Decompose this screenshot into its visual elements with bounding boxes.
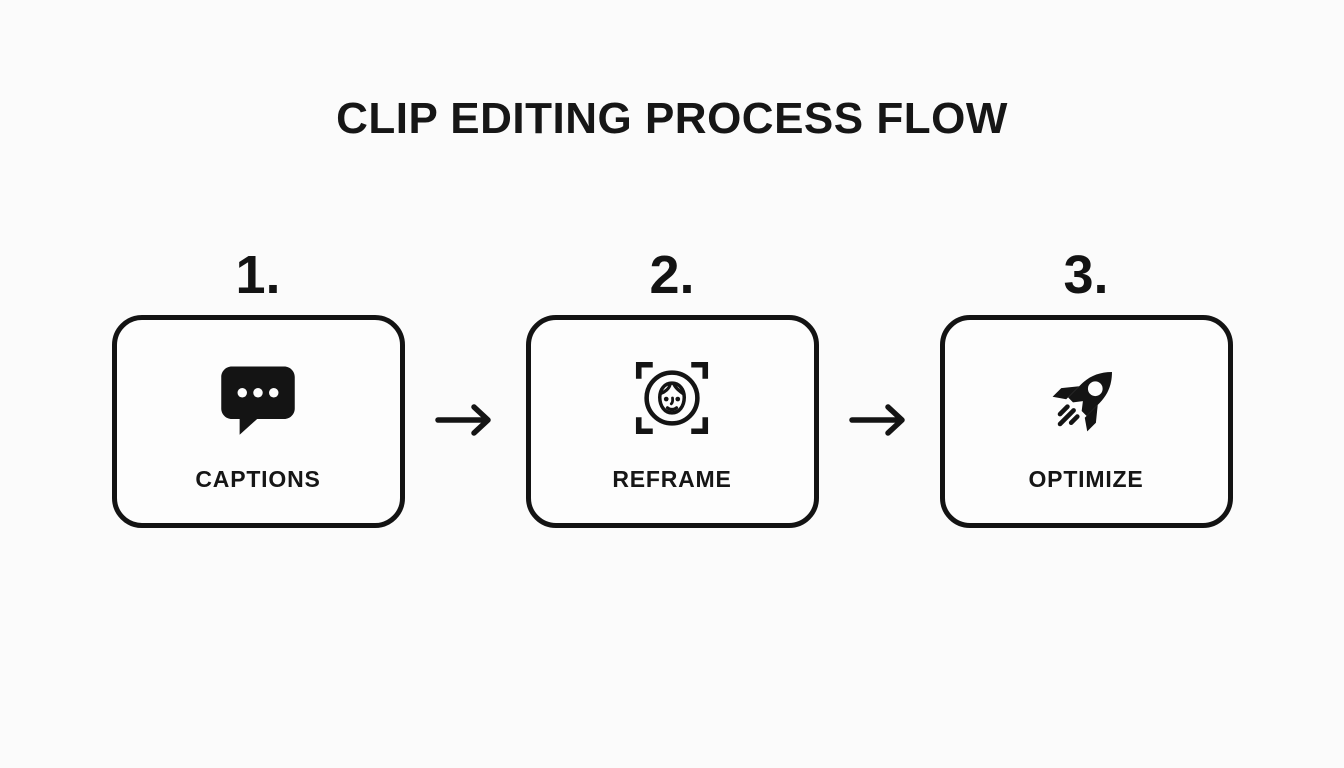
step-label: OPTIMIZE: [1028, 466, 1144, 492]
diagram-title: CLIP EDITING PROCESS FLOW: [336, 94, 1008, 143]
speech-bubble-icon: [221, 366, 295, 435]
step-number: 1.: [235, 245, 281, 305]
step-number: 2.: [649, 245, 695, 305]
step-label: CAPTIONS: [195, 466, 321, 492]
step-box-optimize: OPTIMIZE: [939, 315, 1233, 528]
process-flow: 1. CAPTIONS 2.: [0, 243, 1344, 528]
connector-2: [819, 243, 940, 442]
face-detection-icon: [635, 361, 709, 435]
arrow-right-icon: [435, 404, 491, 436]
arrow-right-icon: [849, 404, 905, 436]
step-optimize: 3.: [939, 243, 1233, 528]
step-label: REFRAME: [612, 466, 732, 492]
step-reframe: 2.: [525, 243, 819, 528]
step-box-captions: CAPTIONS: [111, 315, 405, 528]
step-captions: 1. CAPTIONS: [111, 243, 405, 528]
rocket-icon: [1052, 372, 1112, 432]
connector-1: [405, 243, 526, 442]
step-number: 3.: [1063, 245, 1109, 305]
step-box-reframe: REFRAME: [525, 315, 819, 528]
